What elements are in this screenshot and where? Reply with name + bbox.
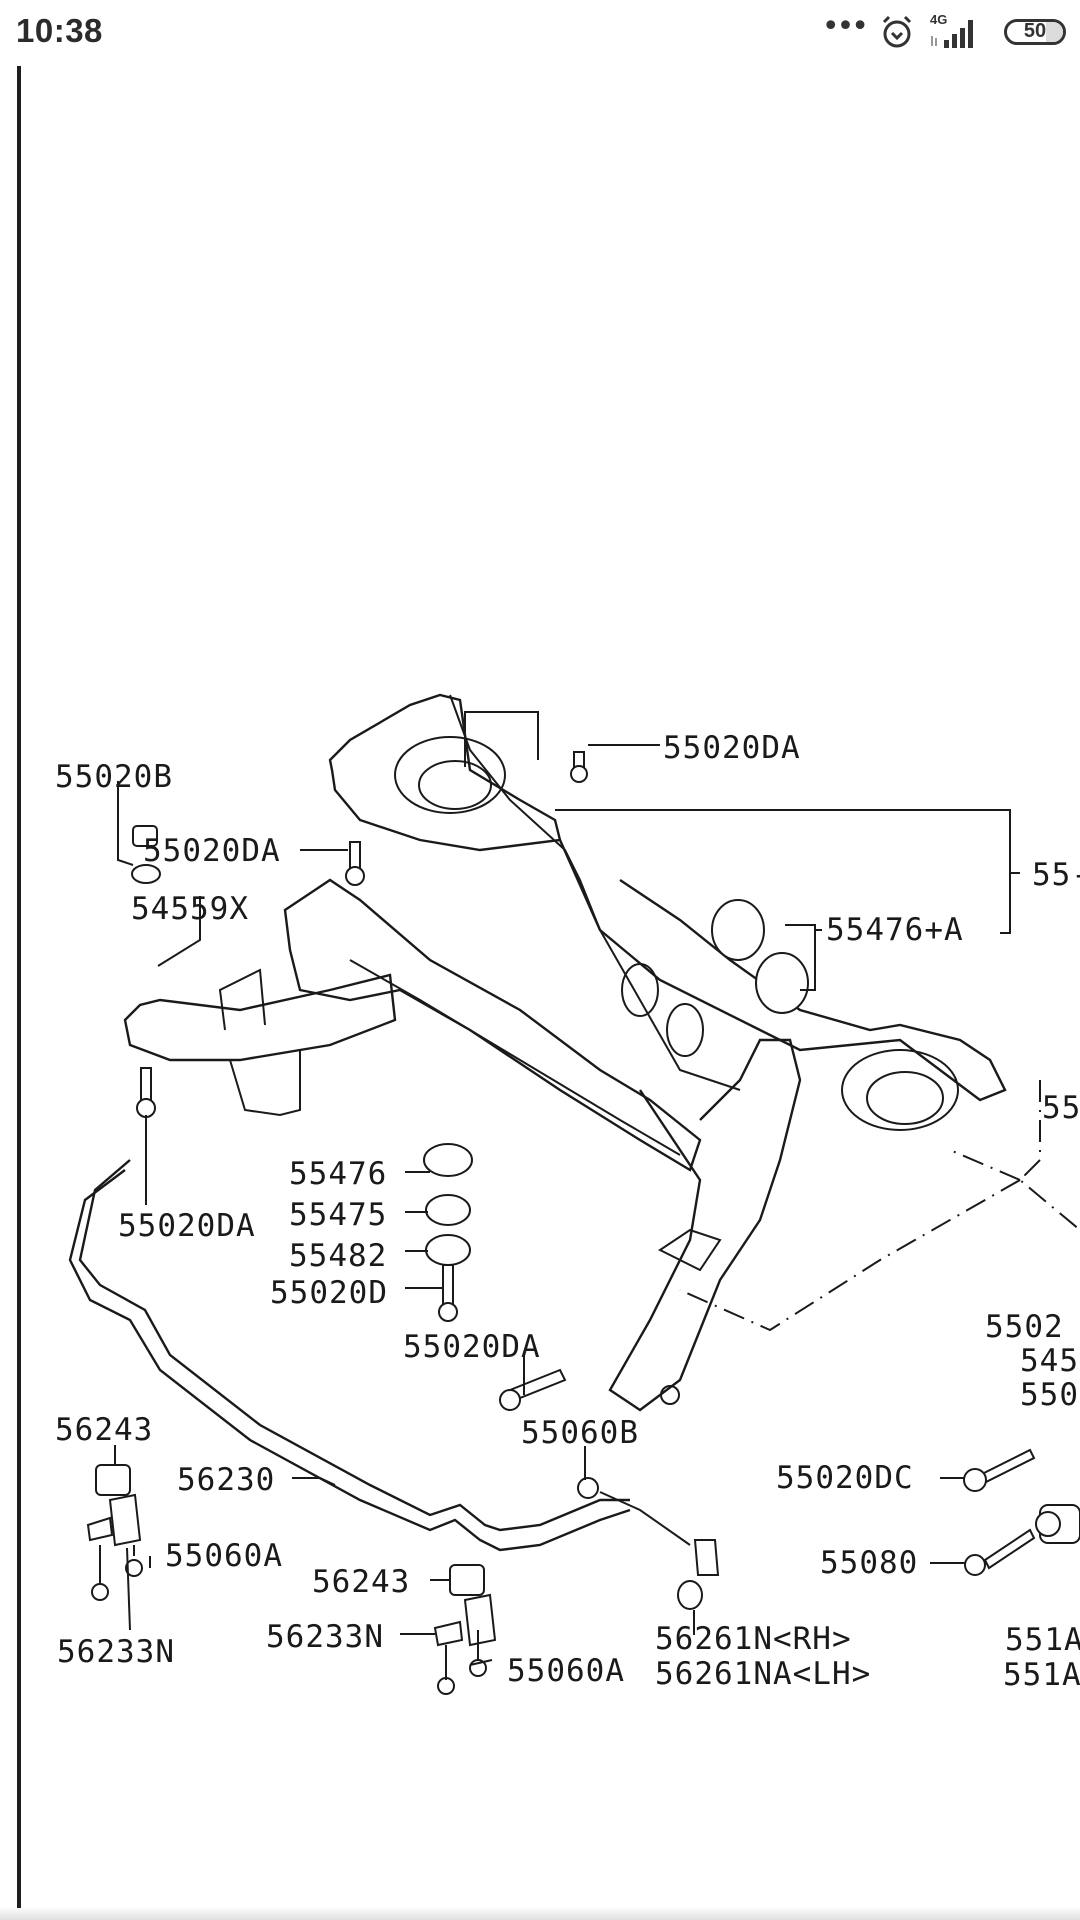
callout-right-partial-top: 55 (1042, 1090, 1080, 1126)
callout-plate: 55482 (289, 1238, 387, 1274)
hardware-parts (131, 751, 1080, 1576)
battery-icon: 50 (1004, 19, 1066, 45)
callout-right-partial-3: 550 (1020, 1377, 1079, 1413)
network-type: 4G (930, 12, 948, 27)
stabilizer-bar-drawing (68, 1169, 631, 1552)
callout-right-partial-5: 551A (1003, 1657, 1080, 1693)
callout-left-bolt-bottom: 55020DA (118, 1208, 256, 1244)
callout-bracket-nut: 55020B (55, 759, 173, 795)
callout-left-bolt-top: 55020DA (143, 833, 281, 869)
notification-dots-icon: ••• (821, 9, 869, 44)
callout-bushing-pair: 55476+A (826, 912, 964, 948)
callout-clamp-right: 56233N (266, 1619, 384, 1655)
callout-clamp-bolt-right: 55060A (507, 1653, 625, 1689)
callout-stab-bushing-left: 56243 (55, 1412, 153, 1448)
callout-clamp-left: 56233N (57, 1634, 175, 1670)
parts-diagram: 55020DA 55020B 55020DA 55- 54559X 55476+… (55, 693, 1080, 1695)
callout-lower-bolt-d: 55020D (270, 1275, 388, 1311)
callout-link-rh: 56261N<RH> (655, 1621, 852, 1657)
battery-level: 50 (1023, 20, 1047, 42)
leader-lines (99, 711, 1020, 1680)
callout-stabilizer-bar: 56230 (177, 1462, 275, 1498)
status-bar: 10:38 ••• 4G 50 (0, 0, 1080, 64)
signal-bars-icon (931, 20, 973, 48)
callout-link-nut: 55060B (521, 1415, 639, 1451)
callouts: 55020DA 55020B 55020DA 55- 54559X 55476+… (55, 730, 1080, 1693)
callout-top-bolt: 55020DA (663, 730, 801, 766)
callout-mid-bolt: 55020DA (403, 1329, 541, 1365)
network-indicator: 4G (928, 12, 990, 50)
callout-bolt-80: 55080 (820, 1545, 918, 1581)
callout-right-partial-1: 5502 (985, 1309, 1064, 1345)
callout-right-partial-4: 551A (1005, 1622, 1080, 1658)
assembly-boundary-line (679, 1080, 1080, 1332)
status-time: 10:38 (16, 12, 103, 49)
callout-bushing-lower: 55475 (289, 1197, 387, 1233)
callout-washer: 54559X (131, 891, 249, 927)
status-icons: ••• 4G 50 (821, 9, 1066, 50)
left-border (17, 66, 21, 1920)
callout-stab-bushing-right: 56243 (312, 1564, 410, 1600)
suspension-member (123, 693, 1007, 1412)
bottom-edge (0, 1908, 1080, 1920)
image-viewer[interactable]: 55020DA 55020B 55020DA 55- 54559X 55476+… (0, 64, 1080, 1920)
callout-clamp-bolt-left: 55060A (165, 1538, 283, 1574)
callout-member-partial: 55- (1032, 857, 1080, 893)
callout-right-partial-2: 545 (1020, 1343, 1079, 1379)
callout-link-lh: 56261NA<LH> (655, 1656, 871, 1692)
callout-bushing-upper: 55476 (289, 1156, 387, 1192)
alarm-clock-icon (882, 15, 912, 48)
callout-bolt-dc: 55020DC (776, 1460, 914, 1496)
